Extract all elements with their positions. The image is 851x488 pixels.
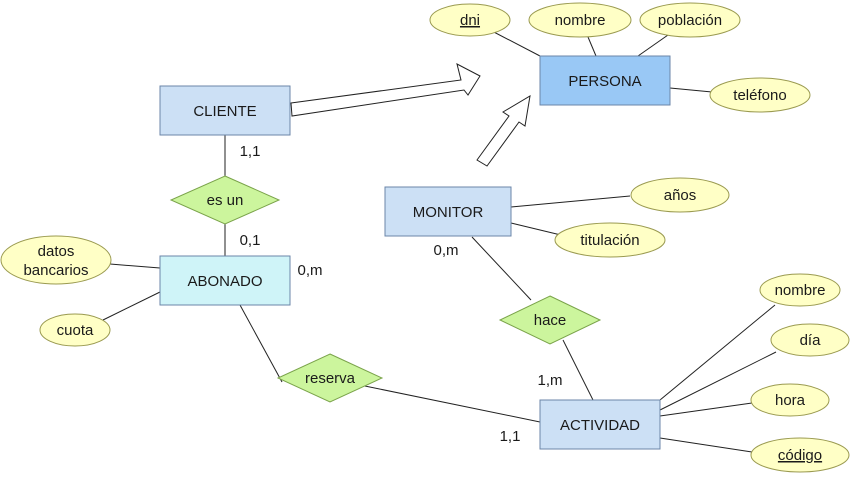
attribute-dni-label: dni xyxy=(460,12,480,29)
line-monitor-hace xyxy=(471,236,532,301)
attribute-telefono-label: teléfono xyxy=(733,87,786,104)
attribute-nombre-persona[interactable]: nombre xyxy=(528,2,632,38)
line-persona-telefono xyxy=(669,87,713,93)
attribute-cuota-label: cuota xyxy=(57,322,94,339)
line-actividad-hora xyxy=(659,402,753,417)
attribute-codigo-label: código xyxy=(778,447,822,464)
line-persona-poblacion xyxy=(637,34,669,57)
line-abonado-datos xyxy=(109,263,161,269)
entity-actividad-label: ACTIVIDAD xyxy=(560,417,640,434)
line-actividad-dia xyxy=(659,351,777,411)
attribute-anos-label: años xyxy=(664,187,697,204)
relation-hace-label: hace xyxy=(534,312,567,329)
line-persona-dni xyxy=(489,29,541,57)
attribute-datos-bancarios-line1: datos xyxy=(38,243,75,260)
attribute-hora-label: hora xyxy=(775,392,806,409)
line-monitor-titulacion xyxy=(510,222,566,237)
attribute-dia-label: día xyxy=(800,332,822,349)
entity-abonado-label: ABONADO xyxy=(187,273,262,290)
cardinality-actividad-hace: 1,m xyxy=(537,372,562,389)
cardinality-cliente-es-un: 1,1 xyxy=(240,143,261,160)
cardinality-actividad-reserva: 1,1 xyxy=(500,428,521,445)
entity-abonado[interactable]: ABONADO xyxy=(159,255,291,306)
relation-reserva-label: reserva xyxy=(305,370,356,387)
attribute-nombre-actividad-label: nombre xyxy=(775,282,826,299)
attribute-titulacion-label: titulación xyxy=(580,232,639,249)
attribute-poblacion-label: población xyxy=(658,12,722,29)
inheritance-arrow-cliente-icon xyxy=(290,63,481,117)
entity-persona[interactable]: PERSONA xyxy=(539,55,671,106)
entity-persona-label: PERSONA xyxy=(568,73,641,90)
relation-es-un[interactable]: es un xyxy=(169,175,281,225)
line-monitor-anos xyxy=(510,195,631,208)
entity-actividad[interactable]: ACTIVIDAD xyxy=(539,399,661,450)
line-persona-nombre xyxy=(587,36,597,57)
line-reserva-actividad xyxy=(359,384,541,423)
connector-lines xyxy=(102,29,777,453)
relation-hace[interactable]: hace xyxy=(498,295,602,345)
line-actividad-nombre xyxy=(659,304,776,401)
attribute-anos[interactable]: años xyxy=(630,177,730,213)
line-abonado-cuota xyxy=(102,291,161,321)
attribute-cuota[interactable]: cuota xyxy=(39,313,111,347)
cardinality-abonado-reserva: 0,m xyxy=(297,262,322,279)
attribute-datos-bancarios[interactable]: datos bancarios xyxy=(0,235,112,285)
attribute-nombre-persona-label: nombre xyxy=(555,12,606,29)
entity-cliente[interactable]: CLIENTE xyxy=(159,85,291,136)
cardinality-abonado-es-un: 0,1 xyxy=(240,232,261,249)
attribute-dia[interactable]: día xyxy=(770,323,850,357)
entity-cliente-label: CLIENTE xyxy=(193,103,256,120)
attribute-telefono[interactable]: teléfono xyxy=(709,77,811,113)
entity-monitor-label: MONITOR xyxy=(413,204,484,221)
line-actividad-codigo xyxy=(659,437,753,453)
relation-es-un-label: es un xyxy=(207,192,244,209)
inheritance-arrow-monitor-icon xyxy=(476,95,531,167)
attribute-poblacion[interactable]: población xyxy=(639,2,741,38)
cardinality-monitor-hace: 0,m xyxy=(433,242,458,259)
line-hace-actividad xyxy=(562,339,594,401)
attribute-hora[interactable]: hora xyxy=(750,383,830,417)
relation-reserva[interactable]: reserva xyxy=(276,353,384,403)
attribute-nombre-actividad[interactable]: nombre xyxy=(759,273,841,307)
attribute-codigo[interactable]: código xyxy=(750,437,850,473)
line-abonado-reserva xyxy=(239,304,283,383)
attribute-titulacion[interactable]: titulación xyxy=(554,222,666,258)
attribute-datos-bancarios-line2: bancarios xyxy=(23,262,88,279)
attribute-dni[interactable]: dni xyxy=(429,3,511,37)
entity-monitor[interactable]: MONITOR xyxy=(384,186,512,237)
